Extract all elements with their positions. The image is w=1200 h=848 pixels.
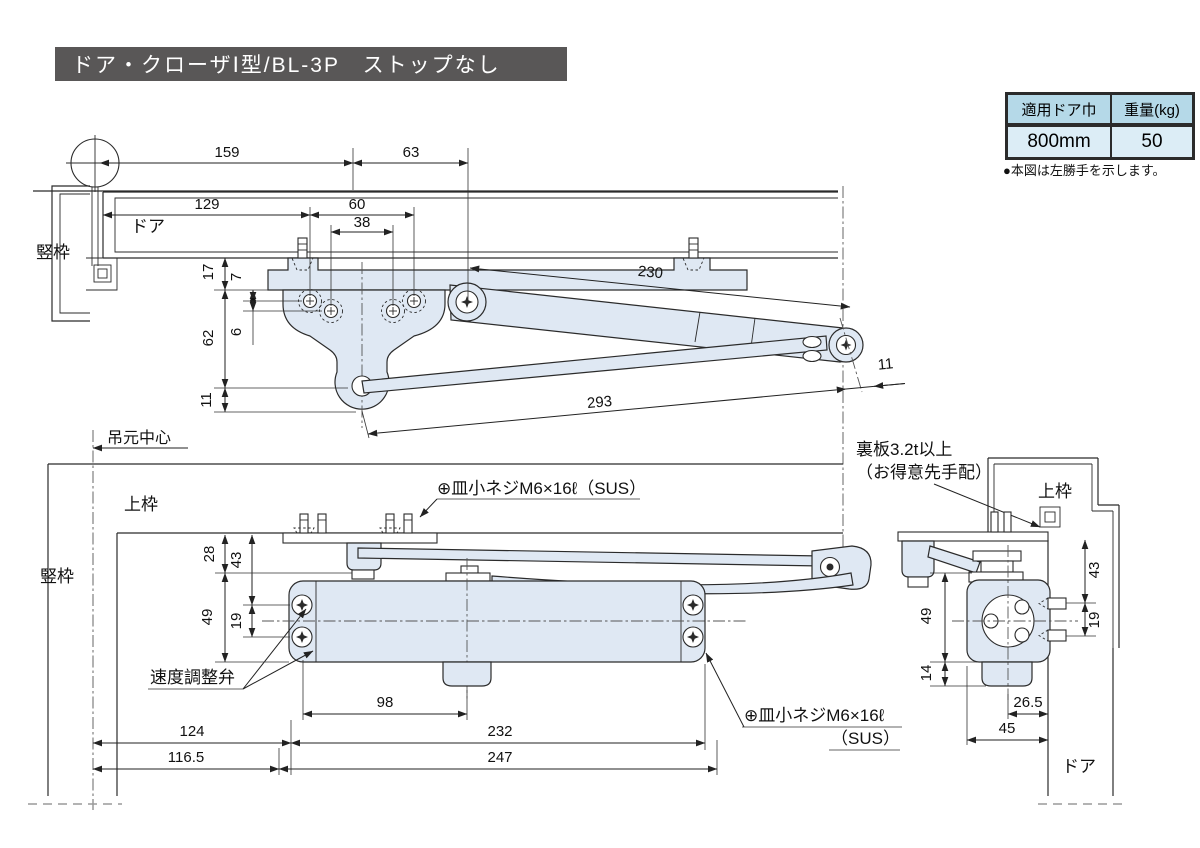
pinion-block-front xyxy=(445,572,491,582)
plate-screw xyxy=(291,237,314,271)
dim-43-side: 43 xyxy=(1086,562,1103,579)
screw-callout-top: ⊕皿小ネジM6×16ℓ（SUS） xyxy=(437,479,646,498)
door-label-plan: ドア xyxy=(131,217,165,236)
mounting-plate-plan xyxy=(267,257,748,291)
dim-49-side: 49 xyxy=(918,608,935,625)
mounting-screws-front xyxy=(293,513,413,534)
dim-230: 230 xyxy=(637,263,664,282)
dim-49-front: 49 xyxy=(199,609,216,626)
dim-11-left: 11 xyxy=(198,392,215,408)
spec-table: 適用ドア巾 重量(kg) 800mm 50 xyxy=(1005,92,1195,160)
dim-159: 159 xyxy=(214,144,239,161)
arm-stub-side xyxy=(927,545,981,574)
closer-knob-front xyxy=(442,661,492,687)
door-stop-profile xyxy=(86,257,118,291)
screw-callout-bottom-line1: ⊕皿小ネジM6×16ℓ xyxy=(744,706,885,725)
jamb-label-plan: 竪枠 xyxy=(36,243,70,262)
dim-14: 14 xyxy=(918,665,935,682)
dim-63: 63 xyxy=(403,144,420,161)
dim-19-side: 19 xyxy=(1086,612,1103,629)
backplate-note-line1: 裏板3.2t以上 xyxy=(856,439,952,459)
plate-screw xyxy=(682,237,705,271)
dim-98: 98 xyxy=(377,694,394,711)
page-title: ドア・クローザⅠ型/BL-3P ストップなし xyxy=(72,54,501,77)
spec-value-door-width: 800mm xyxy=(1007,126,1111,158)
dim-232: 232 xyxy=(487,723,512,740)
arm-shoe-side xyxy=(901,540,935,578)
dim-124: 124 xyxy=(179,723,204,740)
dim-43-front: 43 xyxy=(228,552,245,569)
door-label-side: ドア xyxy=(1062,757,1096,776)
handedness-note: ●本図は左勝手を示します。 xyxy=(1003,163,1166,178)
top-frame-profile-side xyxy=(987,457,1120,648)
closer-body-front xyxy=(288,580,706,663)
dim-38: 38 xyxy=(354,214,371,231)
jamb-profile-inner xyxy=(59,193,90,314)
closer-knob-side xyxy=(981,661,1033,687)
dim-129: 129 xyxy=(194,196,219,213)
dim-11-end: 11 xyxy=(877,355,894,373)
screw-callout-bottom-line2: （SUS） xyxy=(831,729,900,748)
forearm-rod-plan xyxy=(361,335,828,394)
door-slab-inner xyxy=(114,197,838,253)
dim-60: 60 xyxy=(349,196,366,213)
dim-293: 293 xyxy=(586,393,613,412)
spec-header-door-width: 適用ドア巾 xyxy=(1007,94,1111,124)
mounting-screws-side xyxy=(1038,597,1067,642)
phillips-icon xyxy=(840,339,852,351)
front-view: 吊元中心 上枠 竪枠 ⊕皿小ネジM6×16ℓ（SUS） xyxy=(28,429,872,810)
valve-screws-front xyxy=(291,594,704,648)
dim-28: 28 xyxy=(201,546,218,563)
top-frame-label: 上枠 xyxy=(124,495,158,514)
dim-62: 62 xyxy=(200,330,217,347)
dim-6: 6 xyxy=(228,328,245,336)
phillips-icon xyxy=(461,296,473,308)
top-view: ドア 竪枠 159 63 129 60 38 xyxy=(33,135,906,562)
spec-header-weight: 重量(kg) xyxy=(1111,94,1193,124)
speed-valve-label: 速度調整弁 xyxy=(150,668,235,687)
title-bar: ドア・クローザⅠ型/BL-3P ストップなし xyxy=(55,47,567,81)
dim-19-front: 19 xyxy=(228,613,245,630)
spec-value-weight: 50 xyxy=(1111,126,1193,158)
dim-7: 7 xyxy=(228,273,245,281)
main-arm-front xyxy=(357,547,823,567)
dim-45: 45 xyxy=(999,720,1016,737)
jamb-label-front: 竪枠 xyxy=(40,567,74,586)
dim-26-5: 26.5 xyxy=(1013,694,1042,711)
backplate-note-line2: （お得意先手配） xyxy=(856,463,992,482)
spec-table-value-row: 800mm 50 xyxy=(1006,125,1194,159)
hinge-center-label: 吊元中心 xyxy=(107,429,171,447)
jamb-profile-outer xyxy=(51,185,90,322)
mounting-plate-front xyxy=(282,532,438,544)
dim-247: 247 xyxy=(487,749,512,766)
side-view: 裏板3.2t以上 （お得意先手配） 上枠 xyxy=(705,439,1125,805)
dim-116-5: 116.5 xyxy=(168,749,204,766)
spec-table-header-row: 適用ドア巾 重量(kg) xyxy=(1006,93,1194,125)
top-frame-label-side: 上枠 xyxy=(1038,482,1072,501)
dim-17: 17 xyxy=(200,264,217,281)
mounting-plate-side xyxy=(897,531,1049,542)
